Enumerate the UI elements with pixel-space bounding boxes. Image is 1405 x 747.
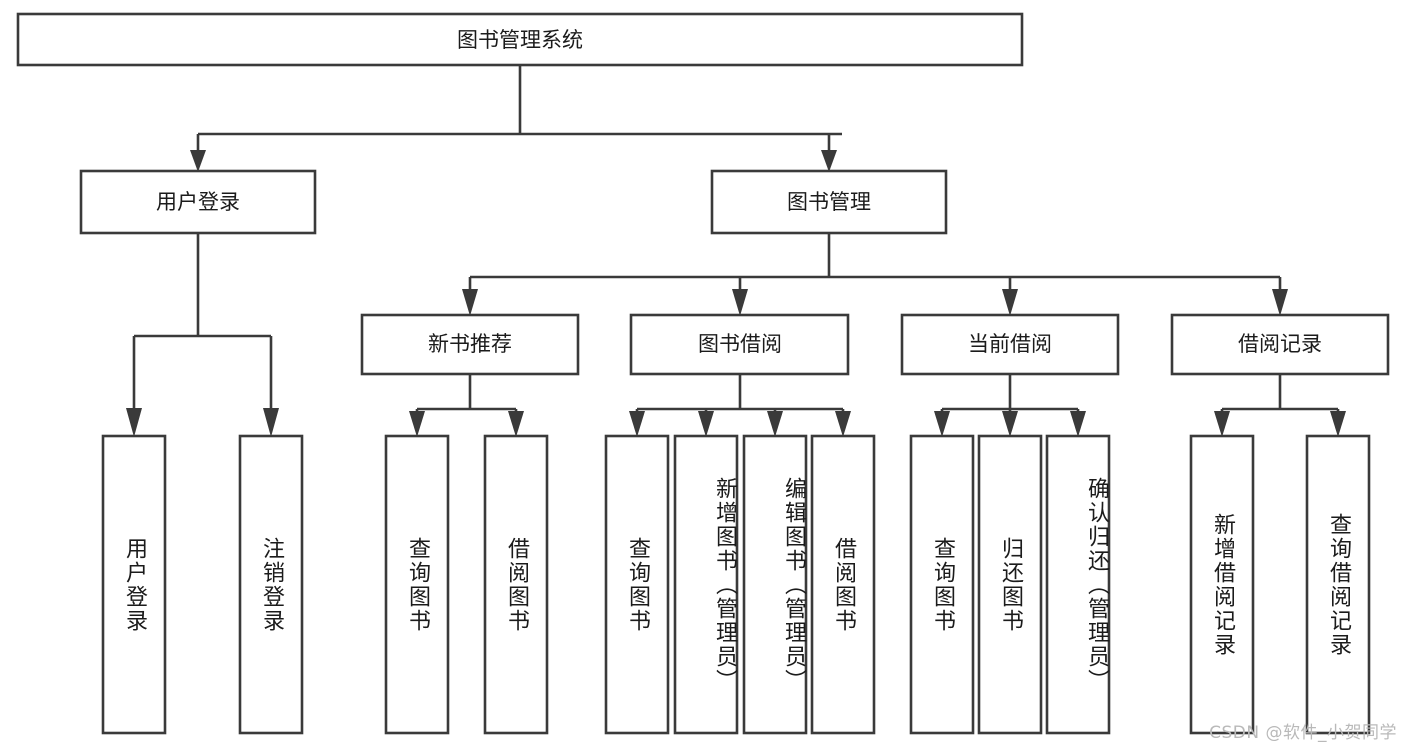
arrow-head-icon <box>1002 411 1018 437</box>
arrow-head-icon <box>1070 411 1086 437</box>
node-leaf-add-book-admin[interactable] <box>673 434 739 735</box>
csdn-watermark: CSDN @软件_小贺同学 <box>1209 723 1397 743</box>
arrow-head-icon <box>821 150 837 172</box>
arrow-head-icon <box>126 408 142 437</box>
arrow-head-icon <box>462 289 478 316</box>
node-book-management[interactable] <box>710 169 948 235</box>
node-leaf-logout[interactable] <box>238 434 304 735</box>
arrow-head-icon <box>263 408 279 437</box>
arrow-head-icon <box>629 411 645 437</box>
connector-newbook-to-leaves <box>415 374 518 425</box>
node-leaf-return-book[interactable] <box>977 434 1043 735</box>
node-leaf-query-book-1[interactable] <box>384 434 450 735</box>
arrow-head-icon <box>934 411 950 437</box>
connector-borrowrecord-to-leaves <box>1220 374 1340 425</box>
label-root-book-management-system: 图书管理系统 <box>457 28 583 52</box>
node-leaf-user-login[interactable] <box>101 434 167 735</box>
arrow-head-icon <box>732 289 748 316</box>
arrow-head-icon <box>698 411 714 437</box>
node-leaf-add-borrow-record[interactable] <box>1189 434 1255 735</box>
arrow-head-icon <box>508 411 524 437</box>
node-new-book-recommend[interactable] <box>360 313 580 376</box>
node-box-group <box>16 12 1390 735</box>
node-leaf-borrow-book-2[interactable] <box>810 434 876 735</box>
node-leaf-query-borrow-record[interactable] <box>1305 434 1371 735</box>
connector-bookborrow-to-leaves <box>635 374 845 425</box>
arrow-head-icon <box>409 411 425 437</box>
node-label-group: 图书管理系统 用户登录 图书管理 新书推荐 图书借阅 当前借阅 借阅记录 <box>156 28 1322 356</box>
connector-userlogin-to-leaves <box>132 233 273 425</box>
node-leaf-query-book-3[interactable] <box>909 434 975 735</box>
node-user-login[interactable] <box>79 169 317 235</box>
node-leaf-edit-book-admin[interactable] <box>742 434 808 735</box>
arrow-head-icon <box>1002 289 1018 316</box>
connector-root-to-level2 <box>196 65 842 160</box>
arrow-head-icon <box>835 411 851 437</box>
node-borrow-record[interactable] <box>1170 313 1390 376</box>
label-new-book-recommend: 新书推荐 <box>428 332 512 356</box>
arrow-head-icon <box>1214 411 1230 437</box>
node-book-borrow[interactable] <box>629 313 850 376</box>
arrow-head-icon <box>1330 411 1346 437</box>
arrowhead-group <box>126 150 1346 437</box>
label-book-management: 图书管理 <box>787 190 871 214</box>
node-current-borrow[interactable] <box>900 313 1120 376</box>
node-leaf-borrow-book-1[interactable] <box>483 434 549 735</box>
node-root-book-management-system[interactable] <box>16 12 1024 67</box>
arrow-head-icon <box>190 150 206 172</box>
node-leaf-query-book-2[interactable] <box>604 434 670 735</box>
label-book-borrow: 图书借阅 <box>698 332 782 356</box>
arrow-head-icon <box>1272 289 1288 316</box>
arrow-head-icon <box>767 411 783 437</box>
node-leaf-confirm-return-admin[interactable] <box>1045 434 1111 735</box>
label-user-login: 用户登录 <box>156 190 240 214</box>
label-current-borrow: 当前借阅 <box>968 332 1052 356</box>
connector-bookmgmt-to-level3 <box>468 233 1282 304</box>
label-borrow-record: 借阅记录 <box>1238 332 1322 356</box>
